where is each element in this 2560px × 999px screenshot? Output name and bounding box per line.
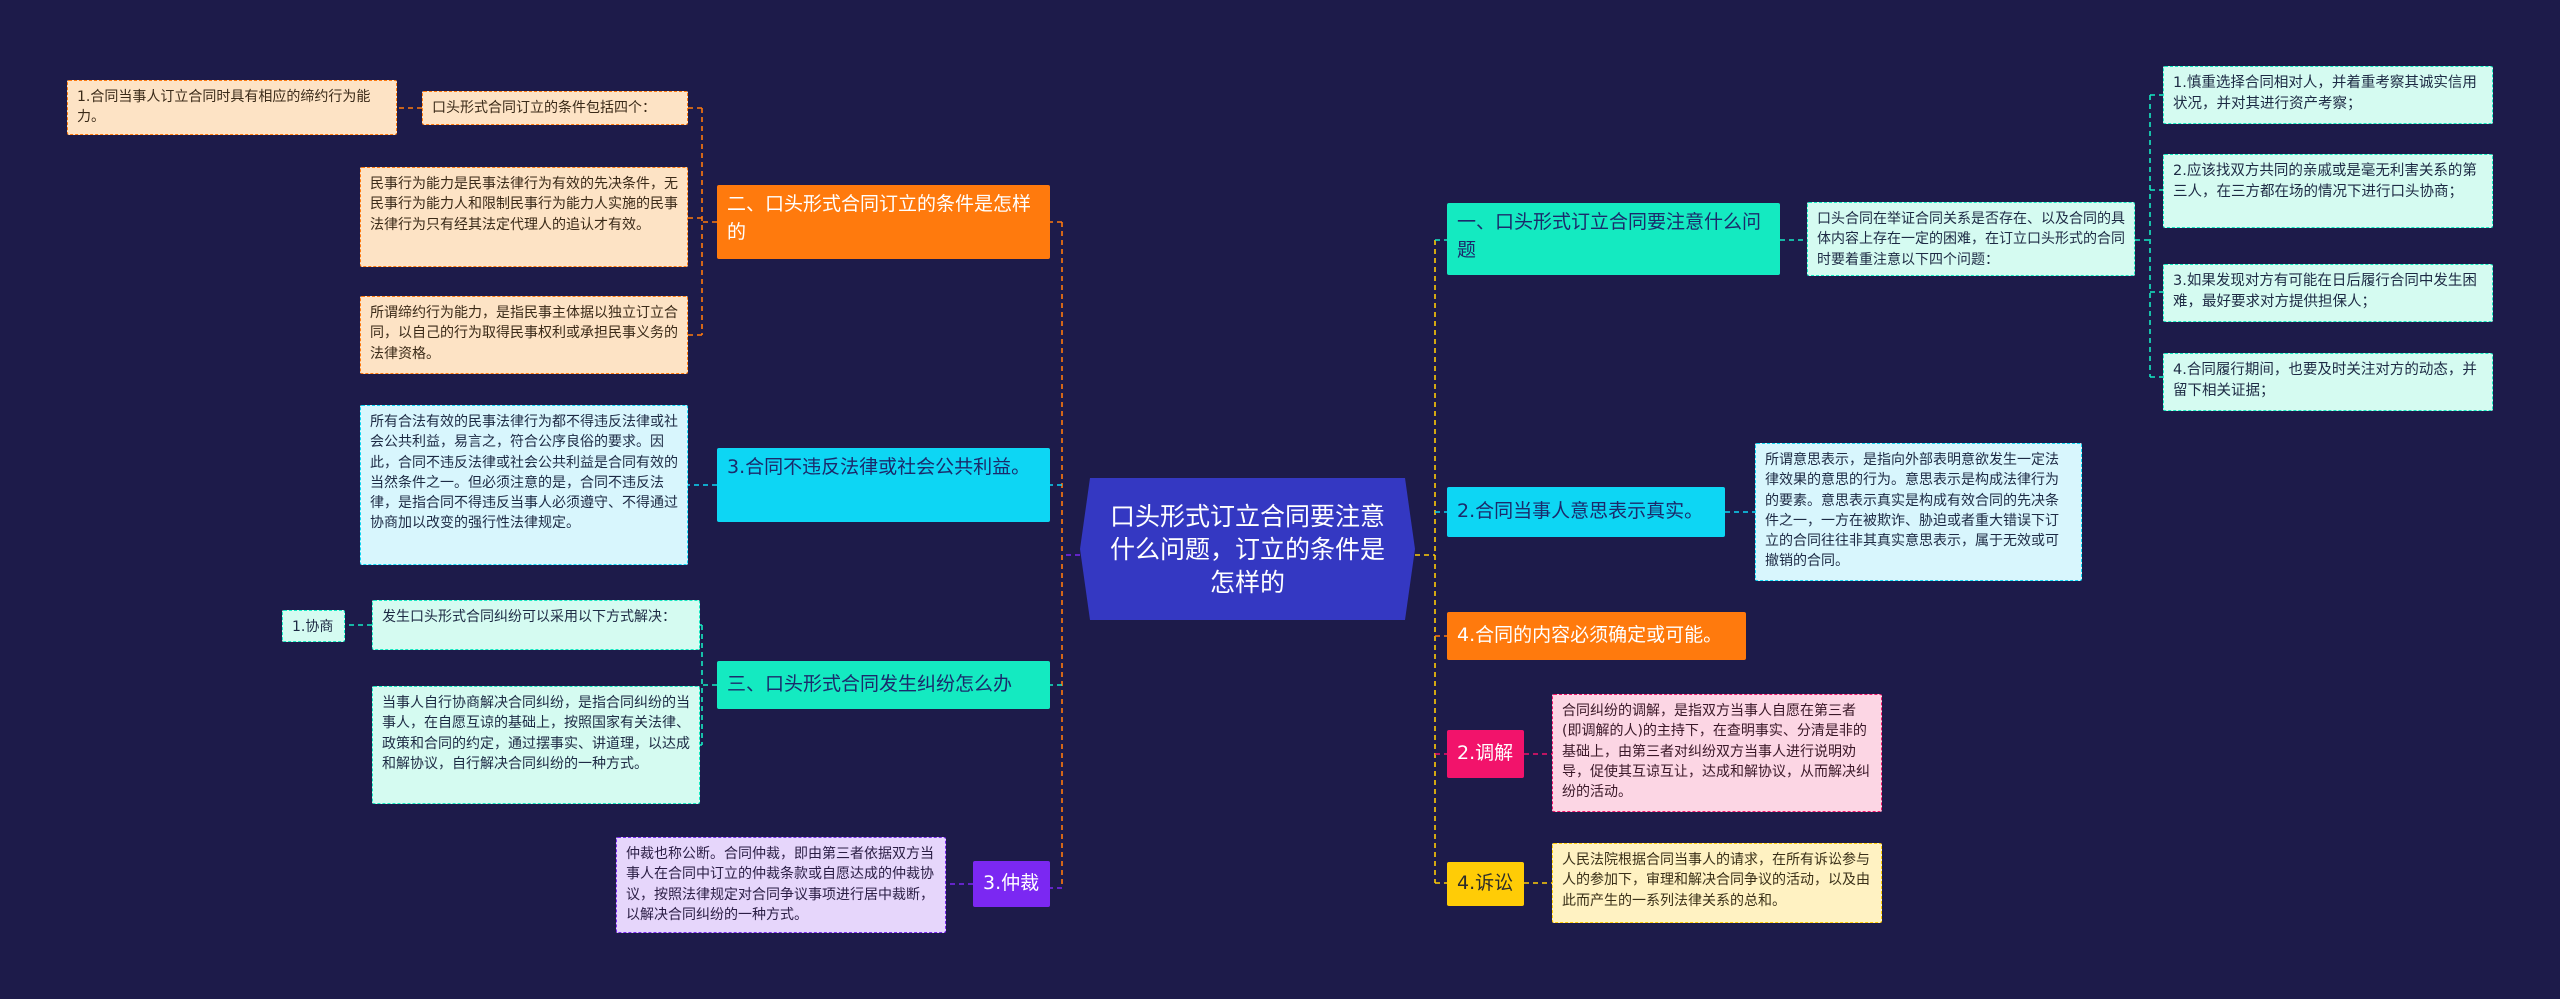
leaf-text: 口头形式合同订立的条件包括四个：	[432, 100, 656, 116]
leaf-text: 2.应该找双方共同的亲戚或是毫无利害关系的第三人，在三方都在场的情况下进行口头协…	[2173, 163, 2477, 201]
note-item-2[interactable]: 2.应该找双方共同的亲戚或是毫无利害关系的第三人，在三方都在场的情况下进行口头协…	[2163, 154, 2493, 228]
leaf-text: 合同纠纷的调解，是指双方当事人自愿在第三者(即调解的人)的主持下，在查明事实、分…	[1562, 703, 1870, 801]
note-item-4[interactable]: 4.合同履行期间，也要及时关注对方的动态，并留下相关证据；	[2163, 353, 2493, 411]
leaf-text: 口头合同在举证合同关系是否存在、以及合同的具体内容上存在一定的困难，在订立口头形…	[1817, 211, 2125, 268]
litigation-description[interactable]: 人民法院根据合同当事人的请求，在所有诉讼参与人的参加下，审理和解决合同争议的活动…	[1552, 843, 1882, 923]
leaf-text: 1.协商	[292, 619, 334, 635]
note-item-1[interactable]: 1.慎重选择合同相对人，并着重考察其诚实信用状况，并对其进行资产考察；	[2163, 66, 2493, 124]
branch-label: 3.仲裁	[983, 872, 1040, 895]
conditions-subtopic[interactable]: 口头形式合同订立的条件包括四个：	[422, 91, 688, 125]
branch-right-intent[interactable]: 2.合同当事人意思表示真实。	[1447, 487, 1725, 537]
condition-item-1[interactable]: 1.合同当事人订立合同时具有相应的缔约行为能力。	[67, 80, 397, 135]
arbitration-description[interactable]: 仲裁也称公断。合同仲裁，即由第三者依据双方当事人在合同中订立的仲裁条款或自愿达成…	[616, 837, 946, 933]
branch-left-legality[interactable]: 3.合同不违反法律或社会公共利益。	[717, 448, 1050, 522]
leaf-text: 1.合同当事人订立合同时具有相应的缔约行为能力。	[77, 89, 371, 126]
leaf-text: 所谓缔约行为能力，是指民事主体据以独立订立合同，以自己的行为取得民事权利或承担民…	[370, 305, 678, 362]
legality-description[interactable]: 所有合法有效的民事法律行为都不得违反法律或社会公共利益，易言之，符合公序良俗的要…	[360, 405, 688, 565]
branch-label: 3.合同不违反法律或社会公共利益。	[727, 456, 1031, 478]
branch-left-arbitration[interactable]: 3.仲裁	[973, 861, 1050, 907]
branch-label: 三、口头形式合同发生纠纷怎么办	[727, 673, 1013, 696]
branch-label: 一、口头形式订立合同要注意什么问题	[1457, 211, 1762, 261]
branch-right-notes[interactable]: 一、口头形式订立合同要注意什么问题	[1447, 203, 1780, 275]
branch-label: 2.合同当事人意思表示真实。	[1457, 500, 1704, 523]
branch-right-mediation[interactable]: 2.调解	[1447, 730, 1524, 778]
leaf-text: 人民法院根据合同当事人的请求，在所有诉讼参与人的参加下，审理和解决合同争议的活动…	[1562, 852, 1870, 909]
branch-left-conditions[interactable]: 二、口头形式合同订立的条件是怎样的	[717, 185, 1050, 259]
branch-label: 2.调解	[1457, 742, 1514, 765]
central-topic[interactable]: 口头形式订立合同要注意什么问题，订立的条件是怎样的	[1080, 478, 1415, 620]
notes-description[interactable]: 口头合同在举证合同关系是否存在、以及合同的具体内容上存在一定的困难，在订立口头形…	[1807, 202, 2135, 276]
intent-description[interactable]: 所谓意思表示，是指向外部表明意欲发生一定法律效果的意思的行为。意思表示是构成法律…	[1755, 443, 2082, 581]
leaf-text: 当事人自行协商解决合同纠纷，是指合同纠纷的当事人，在自愿互谅的基础上，按照国家有…	[382, 695, 690, 772]
branch-label: 二、口头形式合同订立的条件是怎样的	[727, 193, 1032, 243]
central-topic-text: 口头形式订立合同要注意什么问题，订立的条件是怎样的	[1109, 501, 1385, 597]
branch-right-content[interactable]: 4.合同的内容必须确定或可能。	[1447, 612, 1746, 660]
leaf-text: 所有合法有效的民事法律行为都不得违反法律或社会公共利益，易言之，符合公序良俗的要…	[370, 414, 678, 532]
leaf-text: 发生口头形式合同纠纷可以采用以下方式解决：	[382, 609, 676, 625]
disputes-subtopic[interactable]: 发生口头形式合同纠纷可以采用以下方式解决：	[372, 600, 700, 650]
leaf-text: 3.如果发现对方有可能在日后履行合同中发生困难，最好要求对方提供担保人；	[2173, 273, 2477, 311]
leaf-text: 4.合同履行期间，也要及时关注对方的动态，并留下相关证据；	[2173, 362, 2477, 400]
branch-label: 4.合同的内容必须确定或可能。	[1457, 624, 1723, 647]
leaf-text: 民事行为能力是民事法律行为有效的先决条件，无民事行为能力人和限制民事行为能力人实…	[370, 176, 678, 233]
branch-label: 4.诉讼	[1457, 872, 1514, 895]
leaf-text: 仲裁也称公断。合同仲裁，即由第三者依据双方当事人在合同中订立的仲裁条款或自愿达成…	[626, 846, 934, 923]
leaf-text: 1.慎重选择合同相对人，并着重考察其诚实信用状况，并对其进行资产考察；	[2173, 75, 2477, 113]
negotiation-item[interactable]: 1.协商	[282, 610, 345, 642]
branch-left-disputes[interactable]: 三、口头形式合同发生纠纷怎么办	[717, 661, 1050, 709]
negotiation-description[interactable]: 当事人自行协商解决合同纠纷，是指合同纠纷的当事人，在自愿互谅的基础上，按照国家有…	[372, 686, 700, 804]
leaf-text: 所谓意思表示，是指向外部表明意欲发生一定法律效果的意思的行为。意思表示是构成法律…	[1765, 452, 2059, 570]
branch-right-litigation[interactable]: 4.诉讼	[1447, 862, 1524, 906]
capacity-description[interactable]: 民事行为能力是民事法律行为有效的先决条件，无民事行为能力人和限制民事行为能力人实…	[360, 167, 688, 267]
note-item-3[interactable]: 3.如果发现对方有可能在日后履行合同中发生困难，最好要求对方提供担保人；	[2163, 264, 2493, 322]
mediation-description[interactable]: 合同纠纷的调解，是指双方当事人自愿在第三者(即调解的人)的主持下，在查明事实、分…	[1552, 694, 1882, 812]
contract-capacity-description[interactable]: 所谓缔约行为能力，是指民事主体据以独立订立合同，以自己的行为取得民事权利或承担民…	[360, 296, 688, 374]
